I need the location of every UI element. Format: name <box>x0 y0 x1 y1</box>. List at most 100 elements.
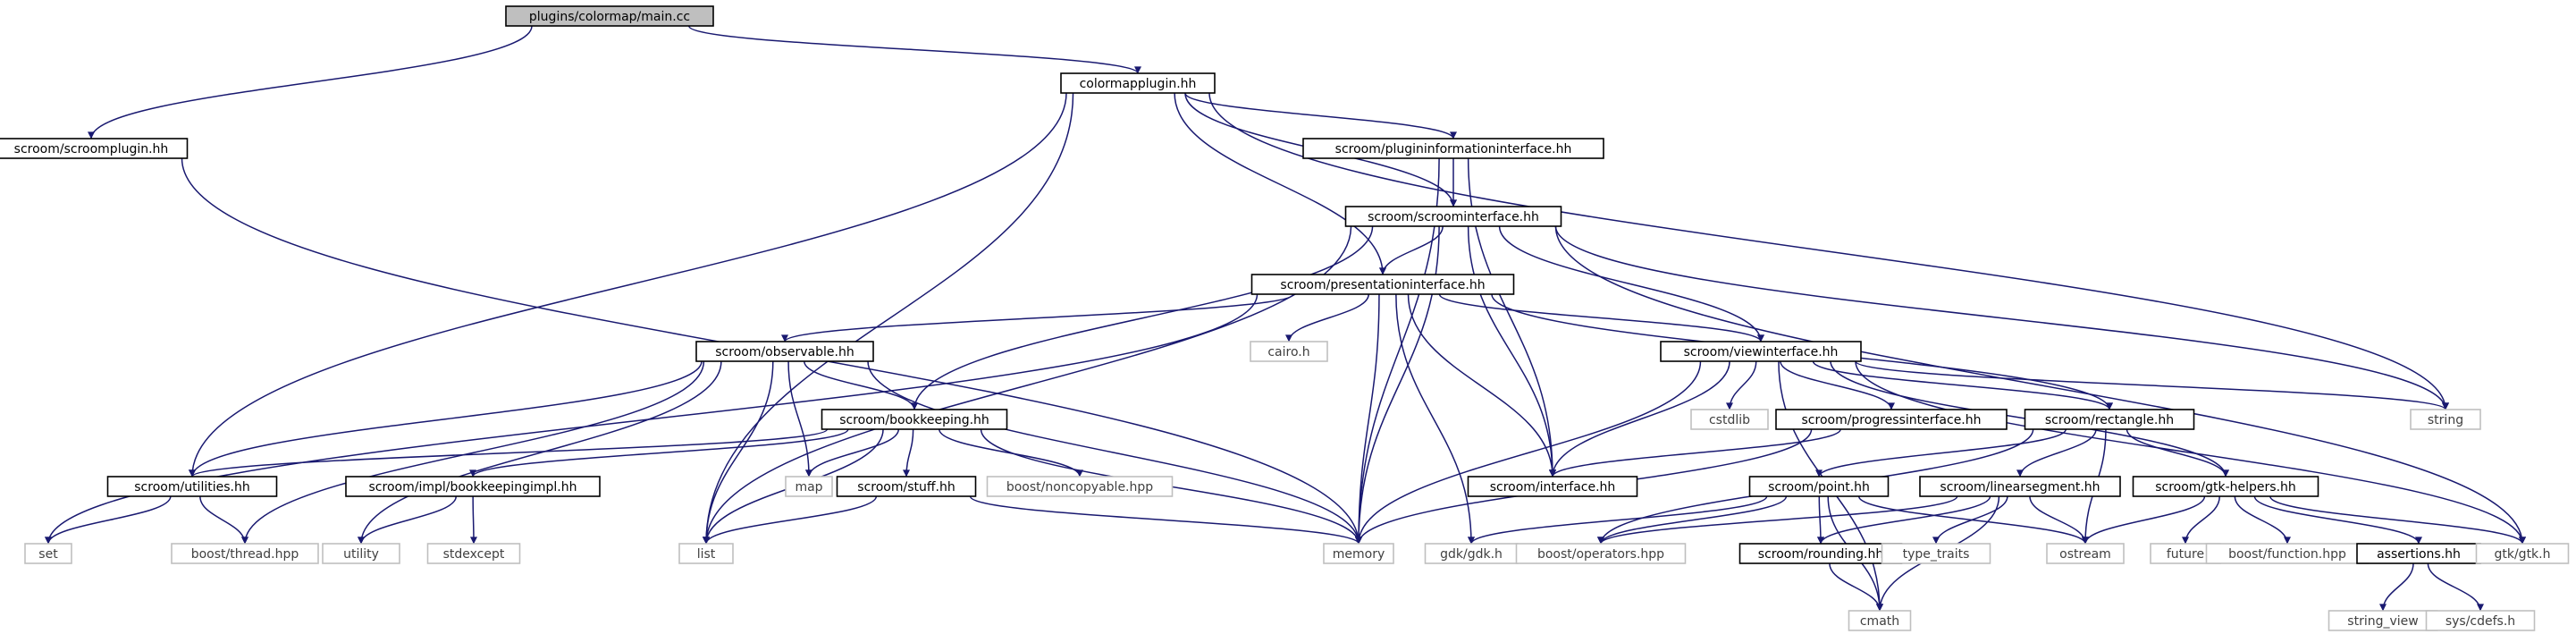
node-bookkeeping[interactable]: scroom/bookkeeping.hh <box>821 409 1008 430</box>
node-label: set <box>38 547 58 562</box>
node-label: boost/thread.hpp <box>191 547 299 562</box>
node-box <box>1881 543 1991 564</box>
node-box <box>785 476 833 497</box>
node-box <box>1690 409 1769 430</box>
edge-observable-to-list <box>703 360 774 545</box>
node-box <box>821 409 1008 430</box>
edge-presentation-to-observable <box>781 293 1294 342</box>
node-label: scroom/presentationinterface.hh <box>1280 278 1485 292</box>
node-main[interactable]: plugins/colormap/main.cc <box>505 5 714 27</box>
node-progress[interactable]: scroom/progressinterface.hh <box>1775 409 2008 430</box>
edge-gtkhelpers-to-assertions <box>2253 495 2422 545</box>
node-label: assertions.hh <box>2377 547 2461 562</box>
node-stringview: string_view <box>2328 610 2438 631</box>
node-gtk: gtk/gtk.h <box>2475 543 2570 564</box>
node-box <box>2410 409 2481 430</box>
node-plugininfo[interactable]: scroom/plugininformationinterface.hh <box>1302 138 1604 159</box>
node-stuff[interactable]: scroom/stuff.hh <box>836 476 977 497</box>
node-scroominterface[interactable]: scroom/scroominterface.hh <box>1344 206 1562 227</box>
edge-observable-to-utility <box>358 360 722 545</box>
edge-observable-to-bookkeeping <box>804 360 918 410</box>
edge-presentation-to-viewinterface <box>1438 293 1764 342</box>
node-rectangle[interactable]: scroom/rectangle.hh <box>2024 409 2195 430</box>
edge-viewinterface-to-interfacehh <box>1549 360 1730 478</box>
node-label: memory <box>1333 547 1385 562</box>
edge-utilities-to-set <box>45 495 172 545</box>
node-presentation[interactable]: scroom/presentationinterface.hh <box>1250 274 1515 295</box>
edge-colormapplugin-to-string <box>1208 92 2449 410</box>
node-interfacehh[interactable]: scroom/interface.hh <box>1467 476 1638 497</box>
node-cmath: cmath <box>1848 610 1912 631</box>
edge-colormapplugin-to-presentation <box>1174 92 1386 275</box>
node-label: gdk/gdk.h <box>1440 547 1503 562</box>
node-gtkhelpers[interactable]: scroom/gtk-helpers.hh <box>2132 476 2319 497</box>
node-viewinterface[interactable]: scroom/viewinterface.hh <box>1660 341 1862 362</box>
node-assertions[interactable]: assertions.hh <box>2356 543 2481 564</box>
node-box <box>678 543 734 564</box>
edge-bookkeeping-to-noncopyable <box>939 428 1083 478</box>
node-utilities[interactable]: scroom/utilities.hh <box>106 476 278 497</box>
node-cairo: cairo.h <box>1250 341 1328 362</box>
node-label: ostream <box>2059 547 2111 562</box>
node-label: cstdlib <box>1709 413 1750 427</box>
node-set: set <box>24 543 72 564</box>
edge-bookkeeping-to-stuff <box>903 428 914 478</box>
node-typetraits: type_traits <box>1881 543 1991 564</box>
node-label: scroom/linearsegment.hh <box>1940 480 2100 495</box>
node-label: scroom/impl/bookkeepingimpl.hh <box>369 480 577 495</box>
node-bookkeepingimpl[interactable]: scroom/impl/bookkeepingimpl.hh <box>345 476 601 497</box>
node-label: scroom/plugininformationinterface.hh <box>1335 142 1572 156</box>
node-linearsegment[interactable]: scroom/linearsegment.hh <box>1919 476 2121 497</box>
edge-viewinterface-to-memory <box>1355 360 1702 545</box>
node-box <box>505 5 714 27</box>
node-label: scroom/rectangle.hh <box>2045 413 2174 427</box>
edge-rounding-to-cmath <box>1829 562 1883 612</box>
node-gdk: gdk/gdk.h <box>1424 543 1519 564</box>
edge-bookkeepingimpl-to-stdexcept <box>469 495 477 545</box>
edge-point-to-rounding <box>1816 495 1824 545</box>
node-box <box>2132 476 2319 497</box>
edge-bookkeepingimpl-to-utility <box>358 495 457 545</box>
edge-rectangle-to-gtkhelpers <box>2126 428 2229 478</box>
edge-viewinterface-to-gtk <box>1855 360 2526 545</box>
node-stdexcept: stdexcept <box>426 543 521 564</box>
edge-bookkeeping-to-map <box>805 428 900 478</box>
node-ostream: ostream <box>2046 543 2125 564</box>
edge-bookkeeping-to-bookkeepingimpl <box>469 428 849 478</box>
node-label: boost/noncopyable.hpp <box>1006 480 1153 495</box>
edge-scroominterface-to-viewinterface <box>1498 225 1764 342</box>
edge-point-to-operators <box>1597 495 1788 545</box>
node-box <box>1250 341 1328 362</box>
node-box <box>1660 341 1862 362</box>
node-box <box>1344 206 1562 227</box>
dependency-nodes: plugins/colormap/main.cc colormapplugin.h… <box>0 5 2570 631</box>
edge-linearsegment-to-operators <box>1597 495 1958 545</box>
node-scroomplugin[interactable]: scroom/scroomplugin.hh <box>0 138 189 159</box>
node-label: plugins/colormap/main.cc <box>529 10 690 24</box>
edge-stuff-to-list <box>703 495 878 545</box>
node-observable[interactable]: scroom/observable.hh <box>695 341 874 362</box>
node-colormapplugin[interactable]: colormapplugin.hh <box>1060 72 1216 94</box>
node-box <box>1848 610 1912 631</box>
edge-scroominterface-to-string <box>1554 225 2449 410</box>
node-box <box>1919 476 2121 497</box>
node-label: scroom/bookkeeping.hh <box>839 413 989 427</box>
dependency-edges <box>45 25 2526 612</box>
node-box <box>106 476 278 497</box>
node-box <box>2024 409 2195 430</box>
edge-presentation-to-interfacehh <box>1407 293 1556 478</box>
node-label: cmath <box>1860 614 1899 629</box>
node-label: sys/cdefs.h <box>2446 614 2515 629</box>
node-label: string <box>2428 413 2463 427</box>
node-rounding[interactable]: scroom/rounding.hh <box>1738 543 1903 564</box>
node-box <box>1515 543 1687 564</box>
node-label: scroom/viewinterface.hh <box>1684 345 1839 359</box>
edge-observable-to-map <box>787 360 812 478</box>
node-box <box>1323 543 1394 564</box>
node-point[interactable]: scroom/point.hh <box>1748 476 1890 497</box>
node-label: scroom/interface.hh <box>1490 480 1616 495</box>
edge-linearsegment-to-rounding <box>1817 495 1991 545</box>
node-box <box>1250 274 1515 295</box>
node-cstdlib: cstdlib <box>1690 409 1769 430</box>
node-box <box>836 476 977 497</box>
